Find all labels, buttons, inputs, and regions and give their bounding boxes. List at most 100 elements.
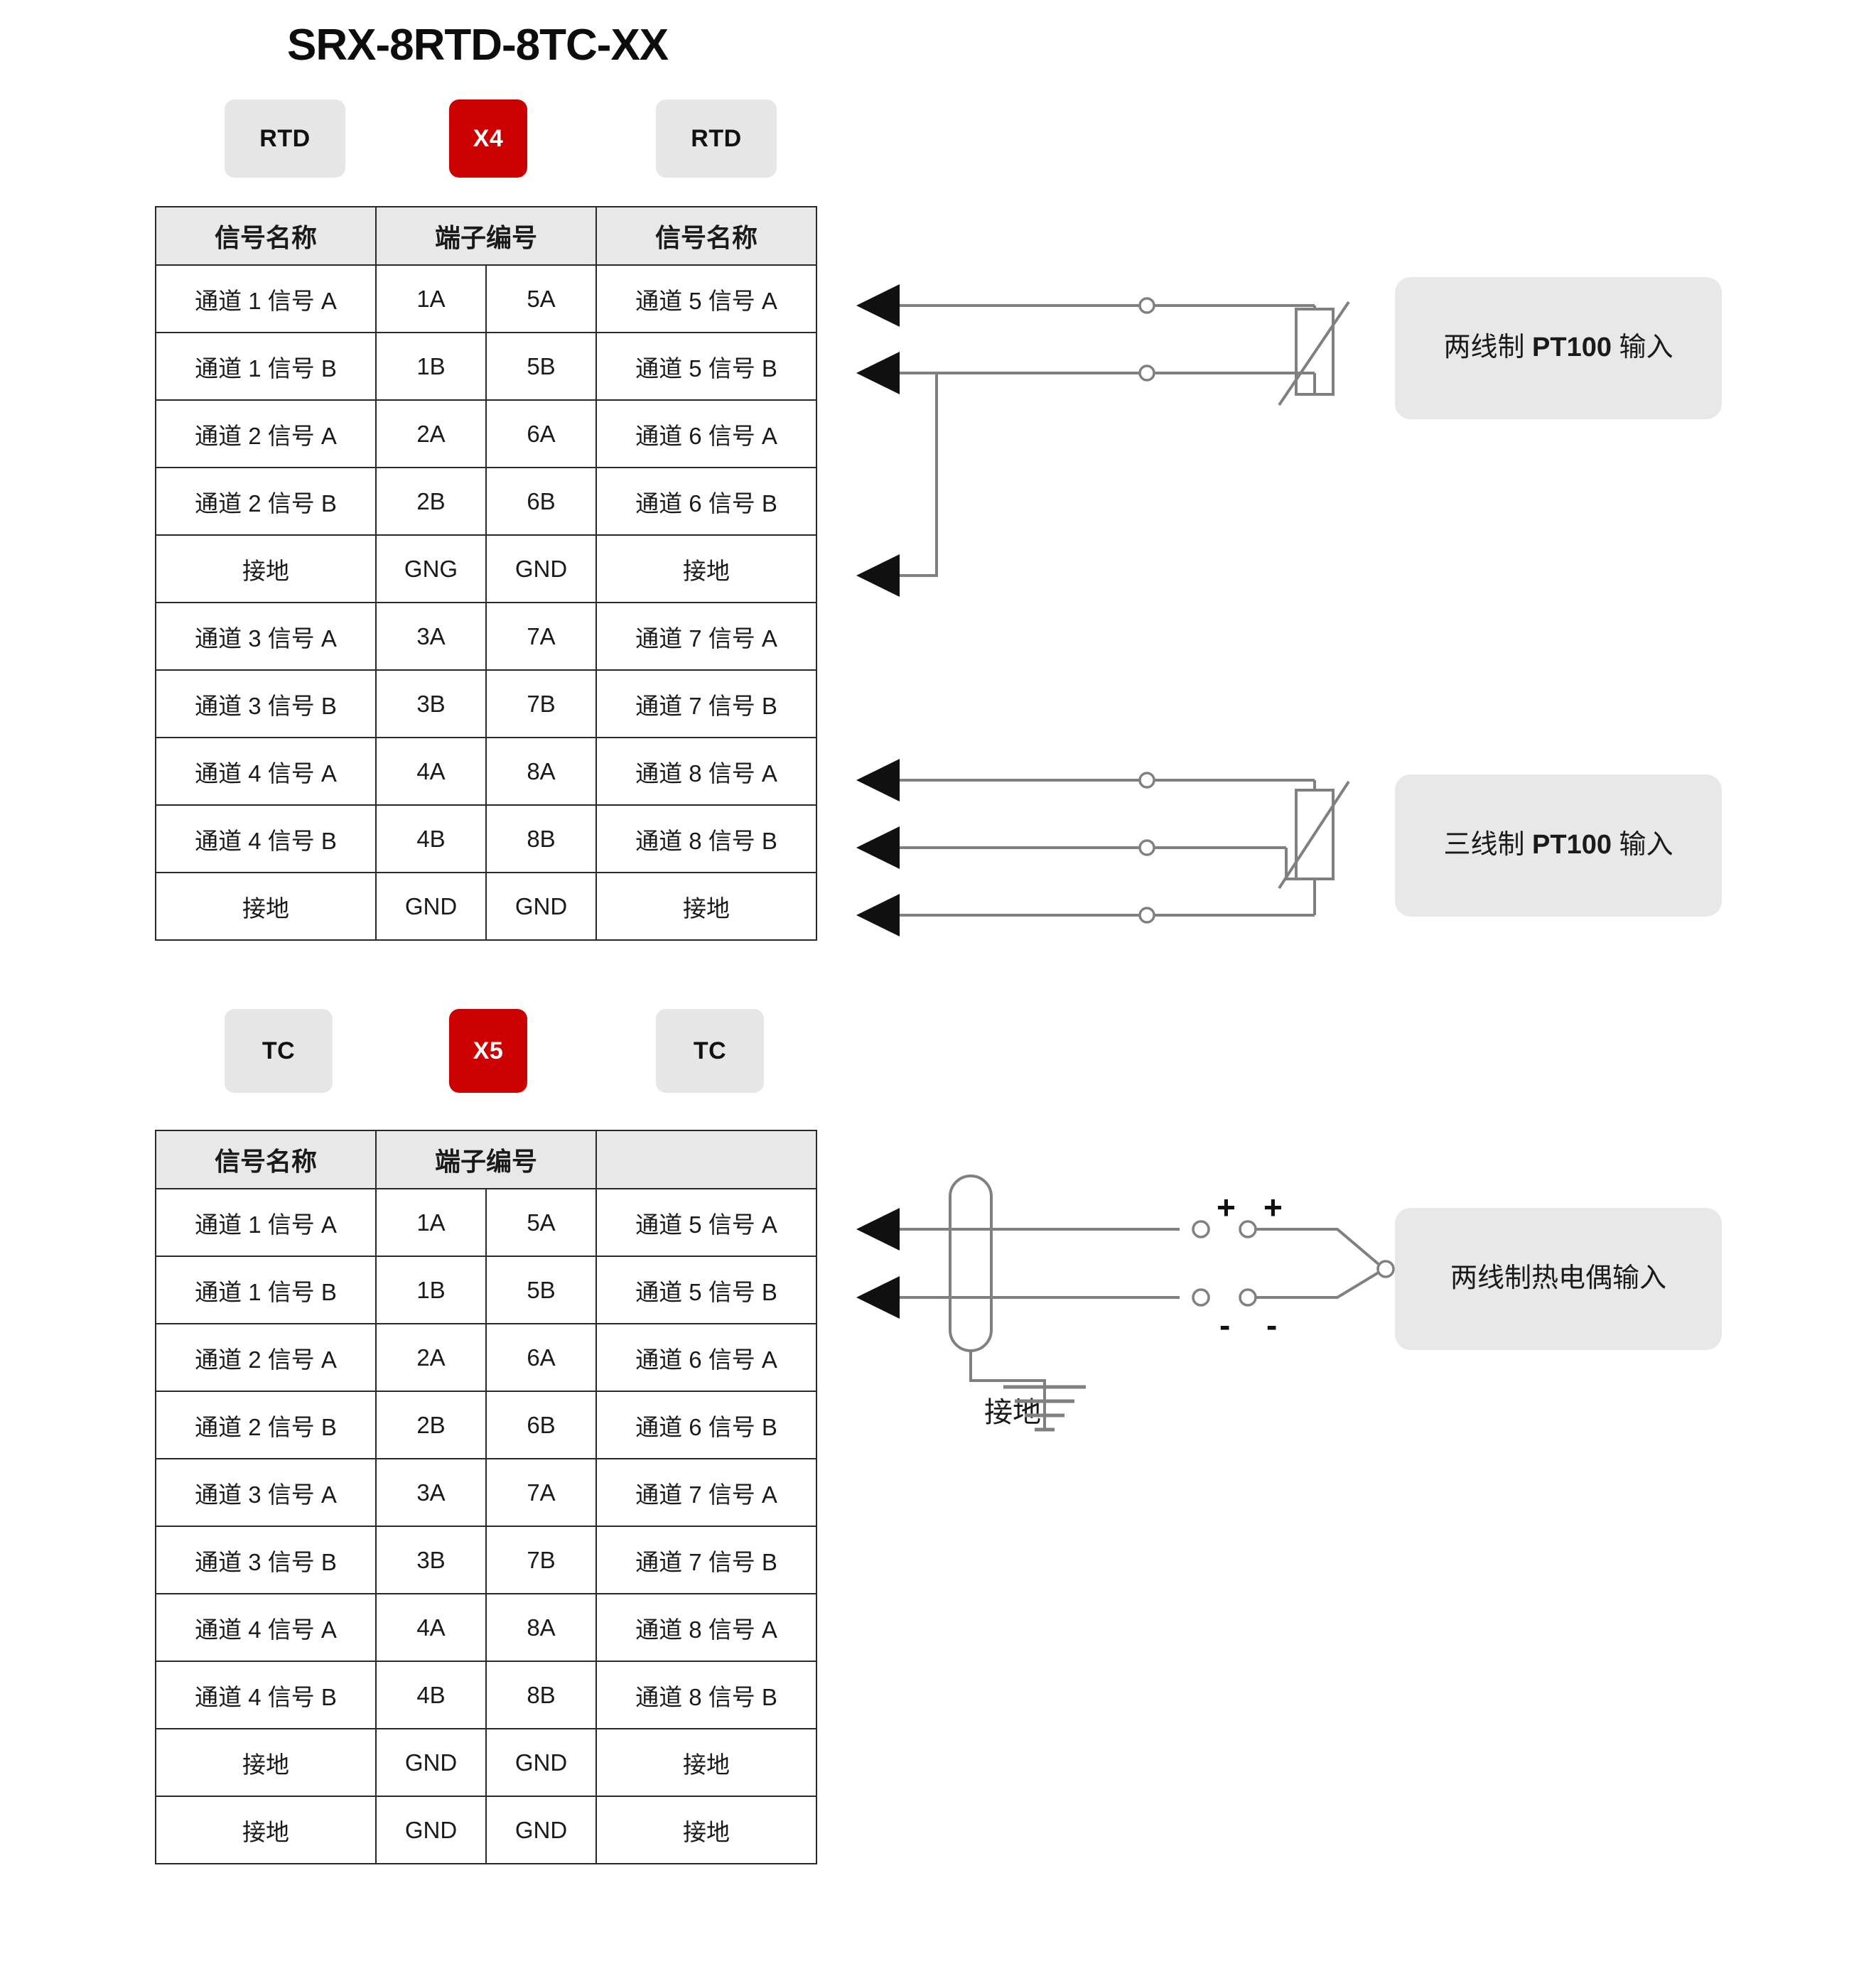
cell-terminal-right: 5A — [485, 1188, 597, 1257]
cell-signal-right: 通道 7 信号 B — [595, 1526, 817, 1594]
cell-terminal-right: 7B — [485, 669, 597, 738]
cell-terminal-left: 3B — [375, 1526, 487, 1594]
cell-terminal-right: 5B — [485, 1256, 597, 1324]
cell-signal-right: 通道 8 信号 B — [595, 1661, 817, 1729]
cell-terminal-right: 7B — [485, 1526, 597, 1594]
badge-label: TC — [262, 1037, 296, 1064]
badge-connector-x4: X4 — [449, 99, 527, 178]
badge-rtd-right: RTD — [656, 99, 777, 178]
cell-signal-left: 接地 — [155, 872, 377, 941]
polarity-minus-inner: - — [1219, 1307, 1231, 1344]
cell-terminal-left: 4B — [375, 1661, 487, 1729]
cell-signal-right: 通道 7 信号 A — [595, 602, 817, 671]
cell-terminal-left: 1A — [375, 1188, 487, 1257]
header-signal-name-left: 信号名称 — [155, 1130, 377, 1189]
cell-terminal-left: GND — [375, 872, 487, 941]
cell-terminal-right: GND — [485, 1796, 597, 1864]
cell-signal-right: 通道 5 信号 A — [595, 1188, 817, 1257]
cell-signal-right: 通道 6 信号 A — [595, 399, 817, 468]
badge-rtd-left: RTD — [225, 99, 345, 178]
polarity-plus-inner: + — [1217, 1189, 1236, 1226]
polarity-plus-outer: + — [1263, 1189, 1283, 1226]
diagram-two-wire-pt100 — [856, 284, 1350, 597]
cell-terminal-right: 6A — [485, 1323, 597, 1392]
cell-signal-left: 通道 3 信号 B — [155, 1526, 377, 1594]
cell-signal-right: 通道 6 信号 B — [595, 1391, 817, 1459]
cell-terminal-left: 1B — [375, 1256, 487, 1324]
cell-terminal-left: 2B — [375, 1391, 487, 1459]
cell-signal-left: 通道 2 信号 B — [155, 1391, 377, 1459]
cell-terminal-right: 7A — [485, 1458, 597, 1527]
cell-signal-left: 通道 4 信号 A — [155, 1593, 377, 1662]
cell-signal-left: 通道 4 信号 A — [155, 737, 377, 806]
callout-text: 三线制 PT100 输入 — [1443, 830, 1673, 860]
cell-terminal-left: 1B — [375, 332, 487, 401]
cell-terminal-right: 7A — [485, 602, 597, 671]
cell-terminal-right: 8B — [485, 1661, 597, 1729]
cell-signal-right: 通道 5 信号 B — [595, 332, 817, 401]
cell-terminal-left: GND — [375, 1796, 487, 1864]
cell-signal-left: 通道 1 信号 A — [155, 264, 377, 333]
cell-signal-right: 接地 — [595, 1728, 817, 1797]
cell-signal-right: 通道 8 信号 B — [595, 804, 817, 873]
badge-label: TC — [693, 1037, 727, 1064]
callout-text: 两线制 PT100 输入 — [1443, 333, 1673, 363]
badge-label: RTD — [691, 124, 742, 152]
cell-signal-left: 通道 3 信号 B — [155, 669, 377, 738]
polarity-minus-outer: - — [1266, 1307, 1278, 1344]
cell-signal-left: 接地 — [155, 1728, 377, 1797]
cell-signal-right: 通道 7 信号 A — [595, 1458, 817, 1527]
table-header-row: 信号名称 端子编号 信号名称 — [155, 206, 817, 266]
cell-terminal-left: 2A — [375, 1323, 487, 1392]
cell-terminal-left: 4A — [375, 737, 487, 806]
cell-signal-right: 通道 7 信号 B — [595, 669, 817, 738]
cell-signal-right: 接地 — [595, 534, 817, 603]
cell-signal-right: 接地 — [595, 1796, 817, 1864]
header-terminal-number: 端子编号 — [375, 1130, 597, 1189]
cell-terminal-right: 6B — [485, 467, 597, 536]
cell-terminal-right: GND — [485, 872, 597, 941]
page-title: SRX-8RTD-8TC-XX — [287, 21, 669, 70]
cell-signal-left: 通道 4 信号 B — [155, 1661, 377, 1729]
diagram-three-wire-pt100 — [856, 759, 1350, 936]
cell-terminal-right: 5A — [485, 264, 597, 333]
cell-terminal-left: 3A — [375, 1458, 487, 1527]
cell-signal-left: 通道 2 信号 A — [155, 399, 377, 468]
cell-signal-left: 通道 2 信号 B — [155, 467, 377, 536]
header-blank — [595, 1130, 817, 1189]
cell-signal-left: 通道 1 信号 B — [155, 332, 377, 401]
cell-terminal-left: 3A — [375, 602, 487, 671]
cell-terminal-right: GND — [485, 1728, 597, 1797]
callout-three-wire-pt100: 三线制 PT100 输入 — [1395, 774, 1722, 917]
cell-signal-right: 通道 5 信号 A — [595, 264, 817, 333]
cell-signal-right: 通道 8 信号 A — [595, 1593, 817, 1662]
badge-label: RTD — [259, 124, 311, 152]
badge-label: X5 — [473, 1037, 504, 1064]
cell-terminal-left: 4B — [375, 804, 487, 873]
callout-text: 两线制热电偶输入 — [1450, 1263, 1666, 1294]
badge-connector-x5: X5 — [449, 1009, 527, 1093]
cell-terminal-right: 5B — [485, 332, 597, 401]
cell-signal-right: 通道 6 信号 A — [595, 1323, 817, 1392]
cell-terminal-left: 1A — [375, 264, 487, 333]
cell-signal-left: 通道 1 信号 B — [155, 1256, 377, 1324]
callout-two-wire-pt100: 两线制 PT100 输入 — [1395, 277, 1722, 419]
cell-signal-right: 接地 — [595, 872, 817, 941]
header-terminal-number: 端子编号 — [375, 206, 597, 266]
